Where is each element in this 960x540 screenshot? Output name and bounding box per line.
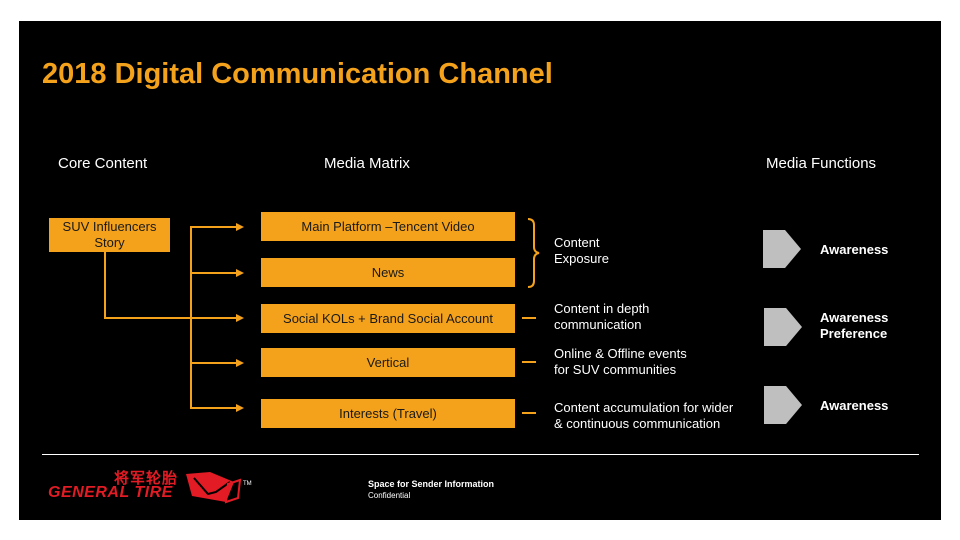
description-line: communication: [554, 317, 642, 332]
arrow-head-2: [236, 269, 244, 277]
header-core-content: Core Content: [58, 155, 148, 172]
core-content-line1: SUV Influencers: [62, 219, 157, 234]
description-in-depth: Content in depth communication: [554, 301, 649, 333]
function-line: Preference: [820, 326, 888, 341]
description-accumulation: Content accumulation for wider & continu…: [554, 400, 733, 432]
logo-english-text: GENERAL TIRE: [48, 484, 173, 501]
media-box-news: News: [261, 258, 515, 287]
description-line: & continuous communication: [554, 416, 721, 431]
function-label-3: Awareness: [820, 398, 888, 414]
branch-line-5: [190, 407, 236, 409]
arrow-head-5: [236, 404, 244, 412]
header-media-functions: Media Functions: [766, 155, 877, 172]
connector-core-across: [104, 317, 192, 319]
dash-vertical: [522, 361, 536, 363]
core-content-box: SUV Influencers Story: [49, 218, 170, 252]
media-box-social-kols: Social KOLs + Brand Social Account: [261, 304, 515, 333]
branch-line-2: [190, 272, 236, 274]
function-line: Awareness: [820, 310, 889, 325]
branch-line-1: [190, 226, 236, 228]
function-line: Awareness: [820, 398, 889, 413]
confidential-label: Confidential: [368, 491, 411, 500]
logo-emblem-icon: [186, 472, 242, 504]
bracket-icon: [527, 218, 540, 288]
function-line: Awareness: [820, 242, 889, 257]
header-media-matrix: Media Matrix: [324, 155, 410, 172]
description-line: Content: [554, 235, 600, 250]
core-content-line2: Story: [94, 235, 125, 250]
slide-title: 2018 Digital Communication Channel: [42, 58, 553, 90]
media-box-tencent-video: Main Platform –Tencent Video: [261, 212, 515, 241]
description-exposure: Content Exposure: [554, 235, 609, 267]
branch-line-4: [190, 362, 236, 364]
logo-trademark: TM: [243, 481, 252, 487]
connector-core-down: [104, 252, 106, 318]
description-line: Content in depth: [554, 301, 650, 316]
footer-divider: [42, 454, 919, 455]
description-line: Content accumulation for wider: [554, 400, 734, 415]
sender-info: Space for Sender Information: [368, 479, 495, 489]
description-line: Online & Offline events: [554, 346, 687, 361]
arrow-head-1: [236, 223, 244, 231]
dash-social: [522, 317, 536, 319]
description-events: Online & Offline events for SUV communit…: [554, 346, 687, 378]
description-line: Exposure: [554, 251, 609, 266]
dash-interests: [522, 412, 536, 414]
media-box-vertical: Vertical: [261, 348, 515, 377]
logo-chinese-text: 将军轮胎: [114, 470, 179, 487]
branch-line-3: [190, 317, 236, 319]
function-label-1: Awareness: [820, 242, 888, 258]
media-box-interests: Interests (Travel): [261, 399, 515, 428]
arrow-head-4: [236, 359, 244, 367]
arrow-head-3: [236, 314, 244, 322]
function-label-2: Awareness Preference: [820, 310, 888, 342]
description-line: for SUV communities: [554, 362, 677, 377]
